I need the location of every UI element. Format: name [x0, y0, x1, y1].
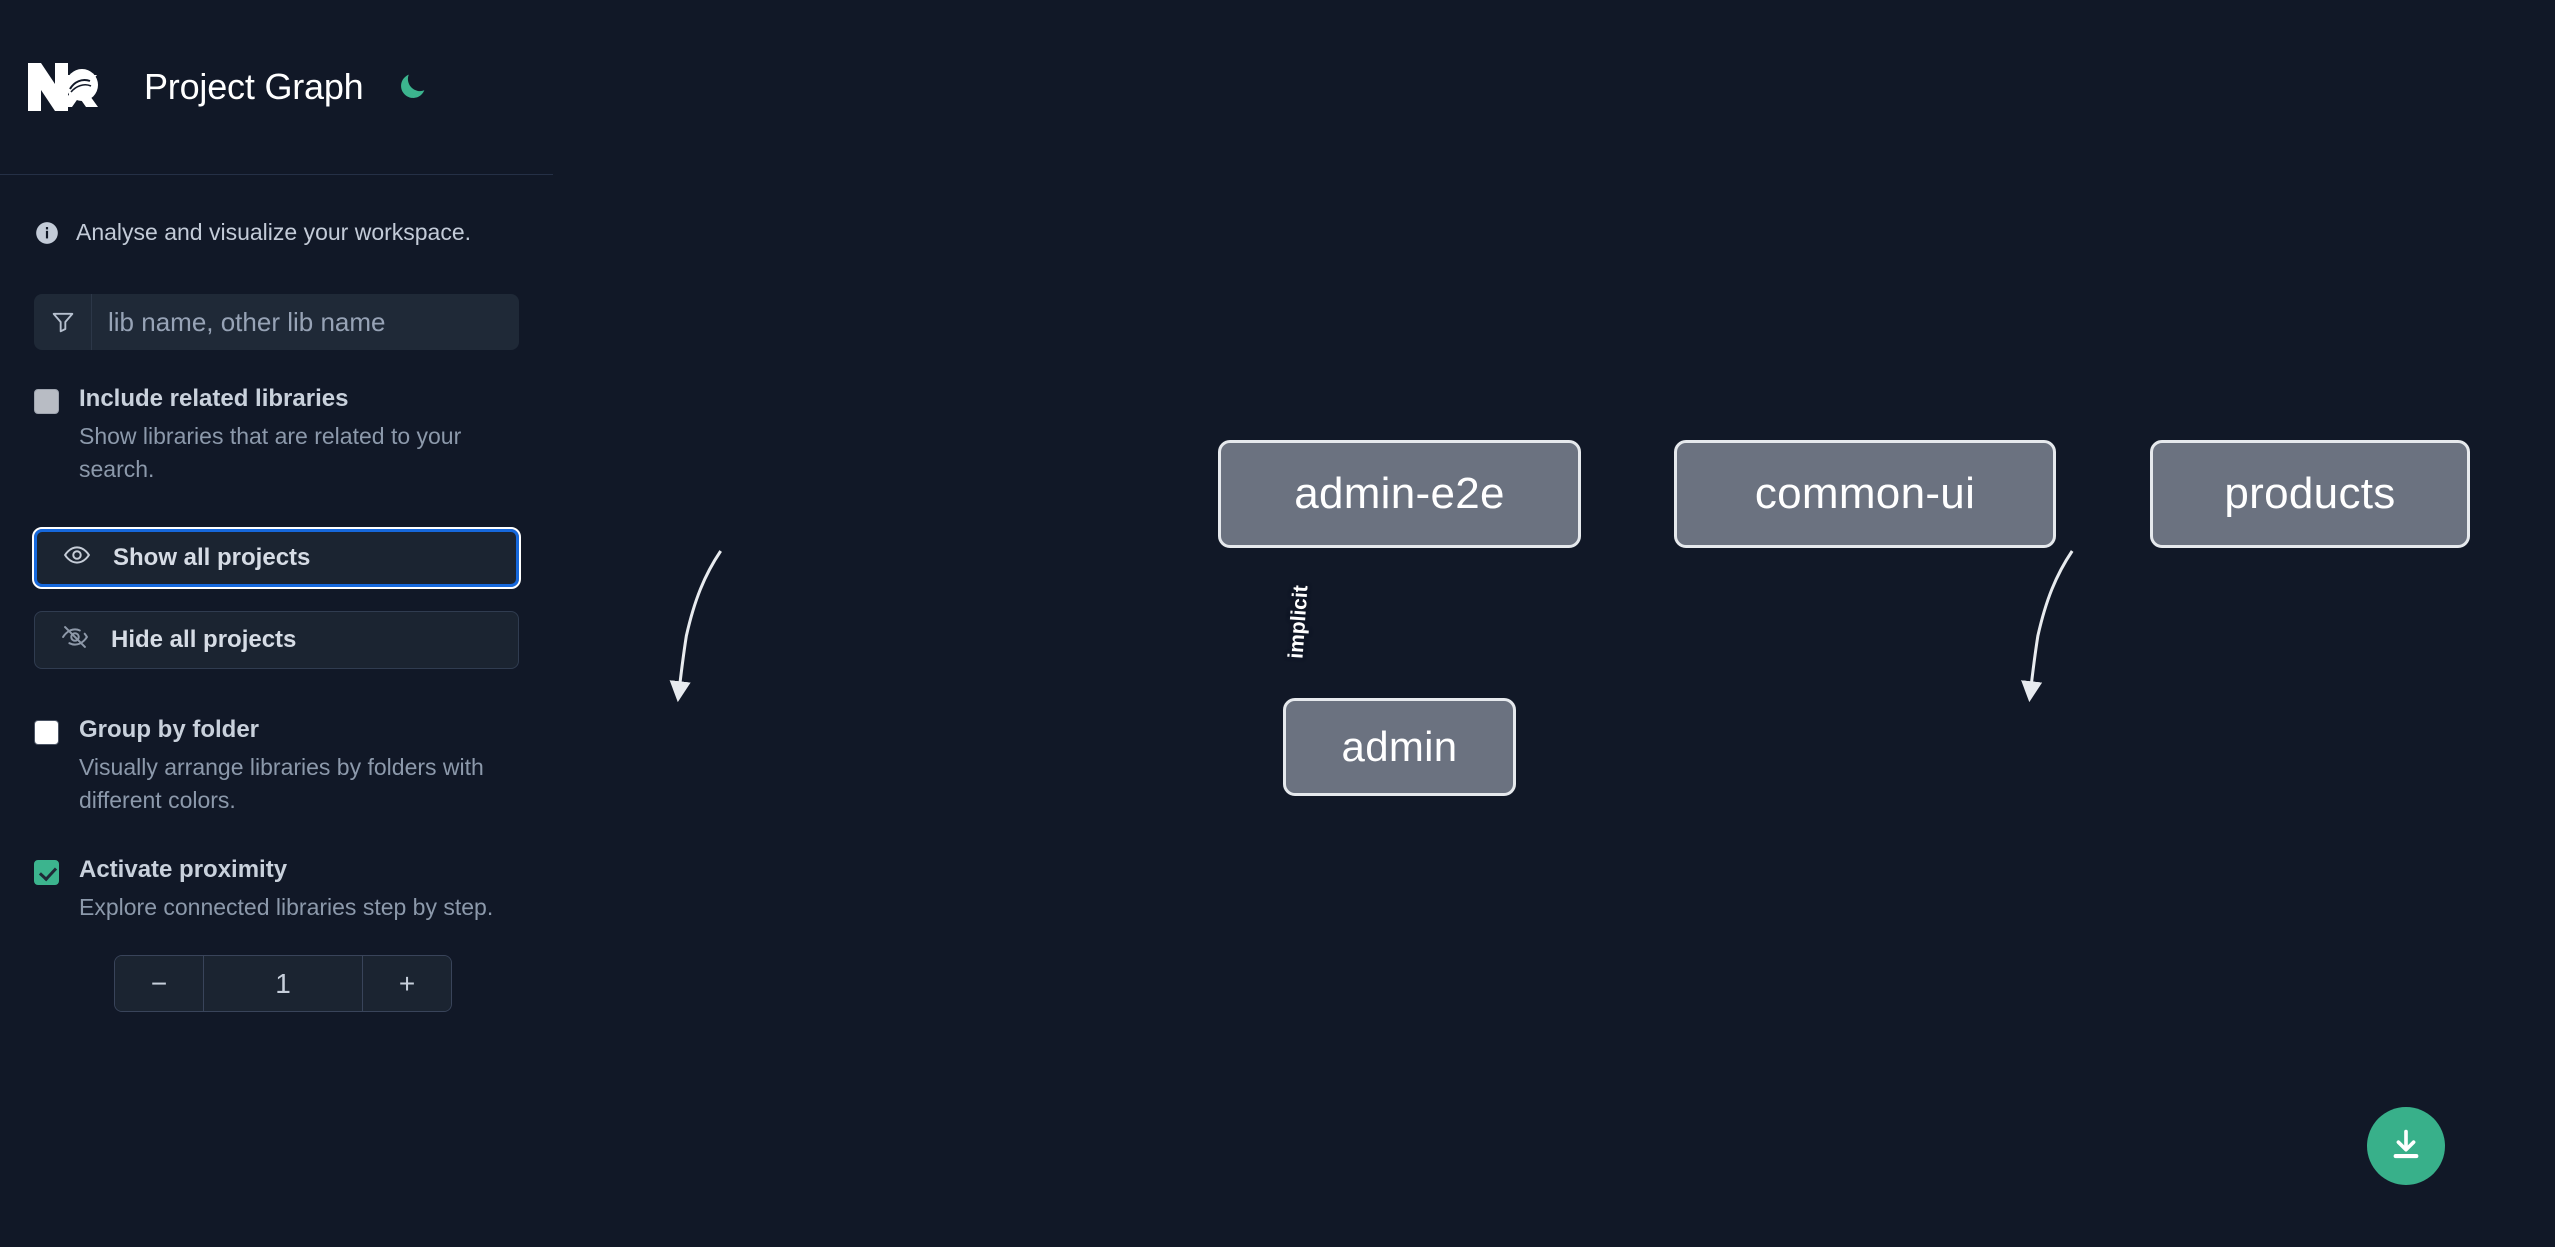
download-icon: [2387, 1126, 2425, 1167]
proximity-value[interactable]: 1: [203, 956, 363, 1012]
proximity-decrement-button[interactable]: −: [115, 956, 203, 1012]
graph-canvas[interactable]: admin-e2e common-ui products store-e2e a…: [553, 0, 2555, 1247]
moon-icon[interactable]: [392, 67, 432, 107]
hide-all-projects-label: Hide all projects: [111, 626, 297, 654]
proximity-stepper: − 1 +: [114, 955, 452, 1013]
tagline-text: Analyse and visualize your workspace.: [76, 219, 472, 245]
search-input[interactable]: [92, 294, 519, 350]
sidebar-header: Project Graph: [0, 0, 553, 175]
proximity-increment-button[interactable]: +: [363, 956, 451, 1012]
activate-proximity-description: Explore connected libraries step by step…: [79, 893, 494, 920]
group-by-folder-description: Visually arrange libraries by folders wi…: [79, 754, 484, 813]
node-label: admin-e2e: [1294, 469, 1505, 518]
node-label: admin: [1341, 723, 1458, 770]
hide-all-projects-button[interactable]: Hide all projects: [34, 611, 519, 670]
graph-node-products[interactable]: products: [2150, 440, 2470, 548]
option-activate-proximity: Activate proximity Explore connected lib…: [34, 855, 519, 924]
option-group-by-folder: Group by folder Visually arrange librari…: [34, 715, 519, 816]
download-image-button[interactable]: [2367, 1107, 2445, 1185]
show-all-projects-button[interactable]: Show all projects: [32, 527, 521, 590]
sidebar: Project Graph Analyse and visualize your…: [0, 0, 573, 1247]
activate-proximity-label[interactable]: Activate proximity: [79, 855, 288, 883]
workspace-tagline: Analyse and visualize your workspace.: [34, 219, 519, 246]
show-all-projects-label: Show all projects: [113, 544, 311, 572]
sidebar-body: Analyse and visualize your workspace. In…: [0, 219, 553, 1013]
eye-off-icon: [61, 623, 89, 658]
graph-node-admin[interactable]: admin: [1283, 698, 1516, 796]
page-title: Project Graph: [144, 66, 364, 107]
group-by-folder-label[interactable]: Group by folder: [79, 716, 259, 744]
edge-label-admin-e2e-admin: implicit: [1284, 584, 1313, 660]
node-label: common-ui: [1754, 469, 1976, 518]
search-row: [34, 294, 519, 350]
info-icon: [34, 220, 60, 246]
graph-node-common-ui[interactable]: common-ui: [1674, 440, 2056, 548]
nx-logo-icon: [26, 59, 108, 115]
filter-funnel-icon[interactable]: [34, 294, 92, 350]
option-include-related-libraries: Include related libraries Show libraries…: [34, 384, 519, 485]
include-related-libraries-description: Show libraries that are related to your …: [79, 423, 462, 482]
group-by-folder-checkbox[interactable]: [34, 720, 59, 746]
node-label: products: [2224, 469, 2396, 518]
graph-node-admin-e2e[interactable]: admin-e2e: [1218, 440, 1581, 548]
eye-icon: [63, 541, 91, 576]
include-related-libraries-label[interactable]: Include related libraries: [79, 385, 349, 412]
graph-edges: [669, 550, 2074, 703]
include-related-libraries-checkbox[interactable]: [34, 389, 59, 414]
activate-proximity-checkbox[interactable]: [34, 859, 59, 885]
